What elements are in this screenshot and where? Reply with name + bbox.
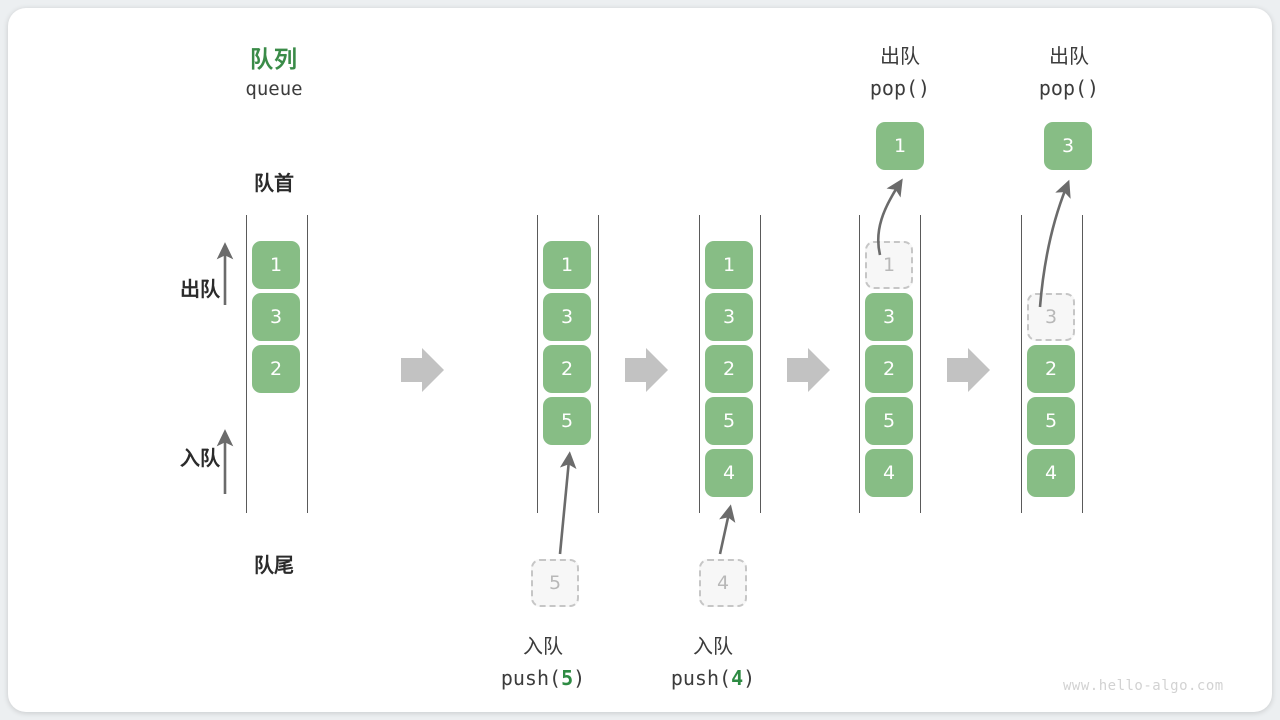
- queue4-cell-1: 3: [865, 293, 913, 341]
- queue4-rail-right: [920, 215, 921, 513]
- pop3-arrow: [1038, 179, 1071, 308]
- queue5-popped-value: 3: [1044, 122, 1092, 170]
- queue3-incoming-ghost: 4: [699, 559, 747, 607]
- queue2-caption-code-prefix: push(: [500, 666, 562, 690]
- queue3-rail-right: [760, 215, 761, 513]
- queue5-cell-2: 5: [1027, 397, 1075, 445]
- enqueue-direction-label: 入队: [180, 446, 220, 470]
- queue1-cell-1: 3: [252, 293, 300, 341]
- stage-pop1-header-cn: 出队: [880, 44, 920, 68]
- queue2-cell-0: 1: [543, 241, 591, 289]
- queue4-cell-2: 2: [865, 345, 913, 393]
- queue3-caption-code-prefix: push(: [670, 666, 732, 690]
- queue2-cell-2: 2: [543, 345, 591, 393]
- queue2-caption-code-value: 5: [561, 666, 574, 690]
- queue-title-en: queue: [245, 78, 303, 100]
- queue3-cell-4: 4: [705, 449, 753, 497]
- push4-arrow: [718, 504, 736, 555]
- watermark: www.hello-algo.com: [1063, 678, 1224, 694]
- queue3-rail-left: [699, 215, 700, 513]
- push5-arrow: [558, 451, 577, 555]
- stage-separator-arrow-3: [787, 348, 830, 392]
- queue4-popped-value: 1: [876, 122, 924, 170]
- queue2-rail-right: [598, 215, 599, 513]
- queue3-caption-code: push(4): [633, 666, 793, 690]
- queue2-caption-code-suffix: ): [573, 666, 586, 690]
- dequeue-direction-label: 出队: [180, 277, 220, 301]
- queue3-caption-cn: 入队: [693, 634, 733, 658]
- queue3-cell-3: 5: [705, 397, 753, 445]
- stage-pop1-header-code: pop(): [869, 76, 931, 100]
- queue2-caption-cn: 入队: [523, 634, 563, 658]
- queue4-cell-0-ghost: 1: [865, 241, 913, 289]
- queue5-cell-3: 4: [1027, 449, 1075, 497]
- queue2-cell-1: 3: [543, 293, 591, 341]
- queue2-caption-code: push(5): [463, 666, 623, 690]
- stage-separator-arrow-1: [401, 348, 444, 392]
- queue1-cell-0: 1: [252, 241, 300, 289]
- queue2-incoming-ghost: 5: [531, 559, 579, 607]
- queue2-rail-left: [537, 215, 538, 513]
- queue4-cell-4: 4: [865, 449, 913, 497]
- stage-pop2-header-code: pop(): [1038, 76, 1100, 100]
- queue3-caption-code-value: 4: [731, 666, 744, 690]
- queue1-cell-2: 2: [252, 345, 300, 393]
- queue3-cell-1: 3: [705, 293, 753, 341]
- queue-title-cn: 队列: [250, 47, 298, 73]
- queue1-rail-right: [307, 215, 308, 513]
- queue5-rail-right: [1082, 215, 1083, 513]
- queue4-cell-3: 5: [865, 397, 913, 445]
- stage-pop2-header-cn: 出队: [1049, 44, 1089, 68]
- queue5-rail-left: [1021, 215, 1022, 513]
- queue2-cell-3: 5: [543, 397, 591, 445]
- queue3-cell-0: 1: [705, 241, 753, 289]
- queue3-caption-code-suffix: ): [743, 666, 756, 690]
- queue-head-label: 队首: [254, 171, 294, 195]
- queue4-rail-left: [859, 215, 860, 513]
- stage-separator-arrow-4: [947, 348, 990, 392]
- arrow-overlay: [216, 178, 1071, 555]
- diagram-card: 队列 queue 队首 队尾 出队 入队 出队 pop() 出队 pop() 1…: [8, 8, 1272, 712]
- stage-separator-arrow-2: [625, 348, 668, 392]
- queue1-rail-left: [246, 215, 247, 513]
- queue-tail-label: 队尾: [254, 553, 294, 577]
- queue3-cell-2: 2: [705, 345, 753, 393]
- queue5-cell-0-ghost: 3: [1027, 293, 1075, 341]
- queue5-cell-1: 2: [1027, 345, 1075, 393]
